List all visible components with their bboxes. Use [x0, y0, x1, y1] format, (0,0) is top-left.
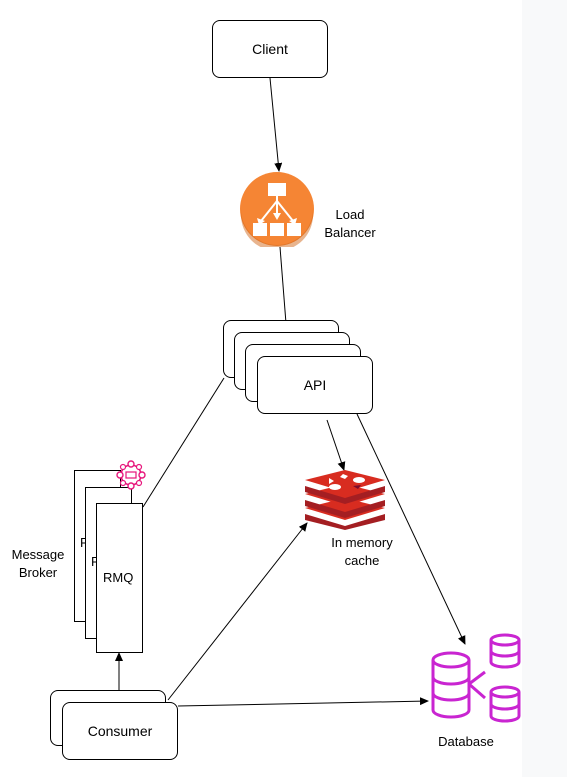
edge-consumer-cache — [167, 522, 308, 701]
cache-icon — [303, 468, 387, 530]
edge-api-broker — [142, 377, 225, 508]
message-broker-label: Message Broker — [11, 547, 65, 580]
rmq-node[interactable]: RMQ — [96, 503, 143, 653]
edge-consumer-db — [177, 697, 429, 707]
consumer-node[interactable]: Consumer — [62, 702, 178, 760]
rmq-label: RMQ — [103, 570, 134, 585]
database-label: Database — [438, 734, 494, 749]
load-balancer-icon — [239, 171, 315, 251]
consumer-label: Consumer — [87, 723, 153, 739]
client-node[interactable]: Client — [212, 20, 328, 78]
cache-label: In memory cache — [331, 535, 393, 568]
rmq-back-1-label: R — [91, 554, 100, 569]
database-icon — [429, 632, 521, 724]
edge-api-cache — [326, 419, 346, 471]
rmq-back-2-label: R — [80, 535, 89, 550]
message-broker-icon — [116, 460, 146, 490]
diagram-canvas: Client Load Balancer API — [11, 20, 521, 760]
edge-api-db — [356, 413, 466, 645]
api-label: API — [303, 377, 327, 393]
edge-client-lb — [269, 77, 283, 172]
api-node[interactable]: API — [257, 356, 373, 414]
load-balancer-label: Load Balancer — [324, 207, 376, 240]
client-label: Client — [252, 41, 288, 57]
